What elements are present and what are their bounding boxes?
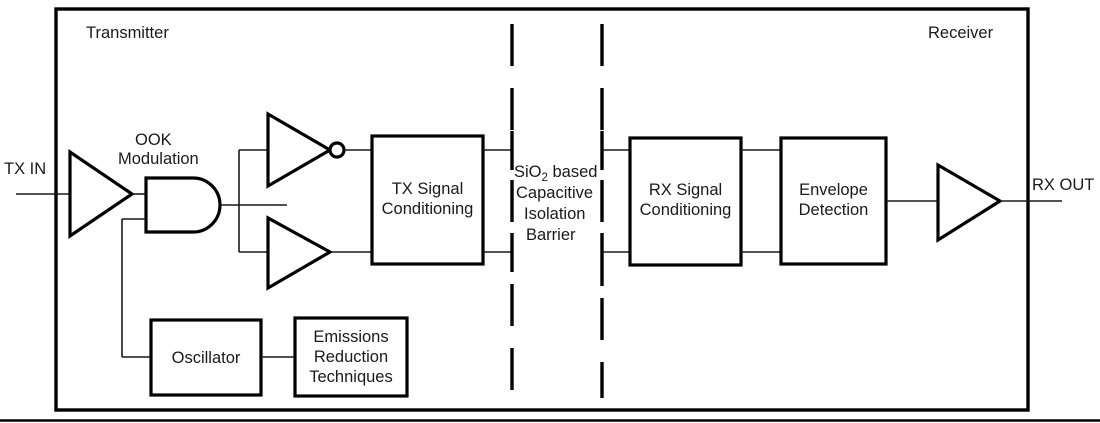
port-label-rx-out: RX OUT [1032,176,1094,194]
annotation-barrier-line3: Isolation [524,205,585,223]
device-outline [54,7,1030,412]
region-label-transmitter: Transmitter [86,24,169,42]
block-label-oscillator: Oscillator [172,349,241,367]
block-label-envelope-line2: Detection [799,201,869,219]
inversion-bubble-icon [328,141,346,159]
block-label-emissions-line1: Emissions [313,328,388,346]
block-oscillator [149,318,263,397]
tx-inverting-driver-icon [266,111,334,189]
port-label-tx-in: TX IN [4,160,46,178]
block-label-tx-cond-line1: TX Signal [392,180,464,198]
annotation-barrier-based: based [548,163,598,181]
block-label-envelope-line1: Envelope [799,181,868,199]
region-label-receiver: Receiver [928,24,994,42]
annotation-ook-line1: OOK [135,131,172,149]
input-buffer-icon [68,148,135,240]
block-tx-signal-conditioning [370,134,485,266]
annotation-ook-line2: Modulation [118,150,199,168]
and-gate-icon [144,176,222,234]
annotation-barrier-line2: Capacitive [516,184,593,202]
block-label-tx-cond-line2: Conditioning [382,200,474,218]
block-rx-signal-conditioning [628,136,743,267]
tx-noninverting-driver-icon [266,215,334,291]
block-label-emissions-line3: Techniques [309,368,392,386]
output-buffer-icon [936,162,1004,243]
annotation-barrier-line4: Barrier [526,226,576,244]
annotation-barrier-sio: SiO [514,163,542,181]
block-label-rx-cond-line2: Conditioning [640,201,732,219]
block-emissions-reduction [293,316,409,398]
block-label-emissions-line2: Reduction [314,348,388,366]
annotation-barrier-subscript: 2 [542,172,548,184]
annotation-barrier-line1: SiO2 based [514,163,597,184]
block-label-rx-cond-line1: RX Signal [649,181,722,199]
